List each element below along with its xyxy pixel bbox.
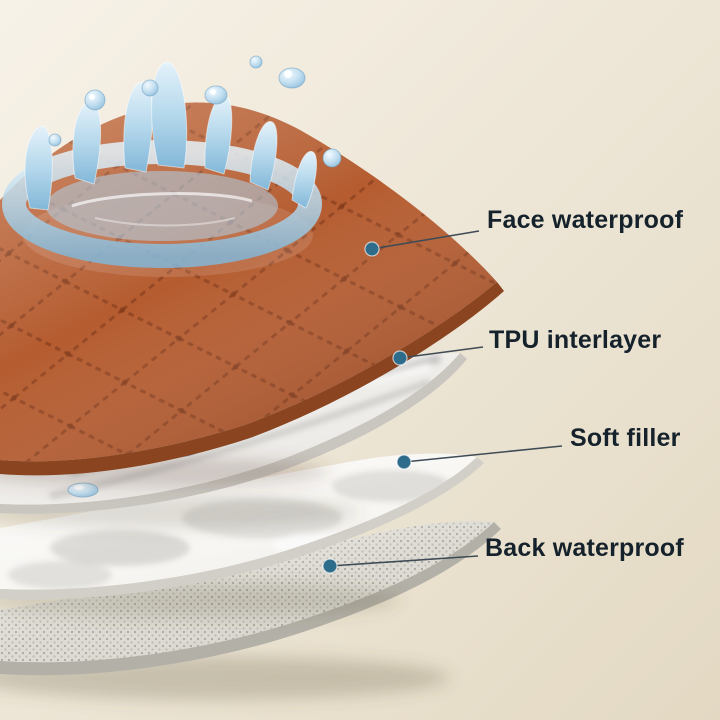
water-splash: [2, 55, 342, 268]
callout-line-face-waterproof: [371, 230, 480, 250]
label-back-waterproof: Back waterproof: [485, 534, 684, 562]
label-tpu-interlayer: TPU interlayer: [489, 326, 662, 354]
callouts: [322, 230, 563, 574]
soft-filler-edge: [0, 457, 484, 600]
label-soft-filler: Soft filler: [570, 424, 681, 452]
splash-droplets: [48, 55, 342, 168]
callout-line-soft-filler: [403, 445, 563, 463]
callout-line-tpu-interlayer: [399, 346, 484, 359]
callout-dot-tpu-interlayer: [392, 350, 408, 366]
callout-line-back-waterproof: [329, 555, 479, 567]
callout-dot-face-waterproof: [364, 241, 380, 257]
callout-dot-soft-filler: [396, 454, 412, 470]
face-waterproof-edge: [0, 282, 504, 476]
back-waterproof-edge: [0, 522, 501, 676]
label-face-waterproof: Face waterproof: [487, 206, 684, 234]
callout-dot-back-waterproof: [322, 558, 338, 574]
